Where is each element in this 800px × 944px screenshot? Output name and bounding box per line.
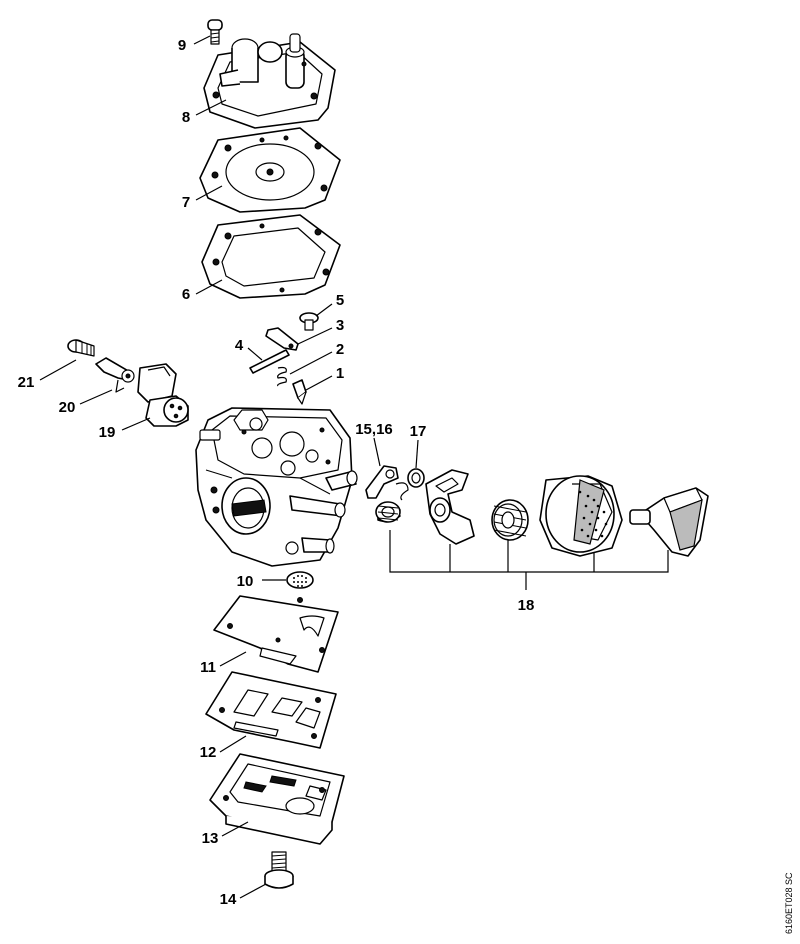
callout-17: 17: [410, 423, 427, 440]
callout-4: 4: [235, 337, 244, 354]
part-18-spring: [491, 499, 529, 541]
part-18-cam: [425, 469, 475, 545]
callout-21: 21: [18, 374, 35, 391]
leader-3: [297, 327, 333, 345]
callout-15-16: 15,16: [355, 421, 393, 438]
callout-8: 8: [182, 109, 190, 126]
callout-14: 14: [220, 891, 237, 908]
callout-1: 1: [336, 365, 344, 382]
part-11-metering-diaphragm: [213, 595, 339, 673]
part-15-16-lever-spring: [365, 465, 409, 523]
leader-13: [221, 821, 249, 837]
leader-14: [239, 883, 267, 899]
callout-6: 6: [182, 286, 190, 303]
callout-7: 7: [182, 194, 190, 211]
leader-9: [193, 35, 211, 45]
leader-2: [289, 351, 333, 375]
callout-3: 3: [336, 317, 344, 334]
leader-17: [415, 439, 419, 469]
part-10-screen: [286, 571, 314, 589]
leader-7: [195, 185, 223, 201]
leader-4: [247, 347, 263, 361]
callout-9: 9: [178, 37, 186, 54]
leader-11: [219, 651, 247, 667]
callout-10: 10: [237, 573, 254, 590]
part-20-bracket: [95, 357, 135, 393]
leader-6: [195, 279, 223, 295]
part-12-gasket: [205, 671, 337, 749]
leader-8: [195, 99, 227, 116]
part-18-bracket: [389, 530, 669, 590]
callout-11: 11: [200, 659, 216, 676]
callout-18: 18: [518, 597, 535, 614]
leader-1: [305, 375, 333, 391]
part-18-knob-cap: [539, 475, 623, 557]
leader-15-16: [373, 437, 381, 467]
part-6-gasket: [201, 214, 341, 299]
part-21-screw: [67, 339, 95, 357]
leader-19: [121, 417, 151, 431]
callout-5: 5: [336, 292, 344, 309]
part-13-cover: [209, 753, 345, 845]
part-3-metering-lever: [265, 327, 299, 351]
part-14-screw: [264, 851, 294, 889]
part-5-screw: [299, 312, 319, 331]
part-1-inlet-needle: [292, 379, 307, 405]
leader-lines: [39, 35, 419, 899]
leader-12: [219, 735, 247, 753]
callout-19: 19: [99, 424, 116, 441]
callout-2: 2: [336, 341, 344, 358]
callout-12: 12: [200, 744, 217, 761]
callout-labels: 9 8 7 6 5 3 4 2 1 21 20 19 15,16 17 10 1…: [18, 37, 535, 908]
leader-20: [79, 389, 113, 405]
callout-20: 20: [59, 399, 76, 416]
carburetor-body: [195, 407, 358, 567]
part-19-solenoid-valve: [137, 363, 189, 427]
part-9-screw: [207, 19, 223, 45]
part-4-pin: [249, 349, 290, 374]
leader-5: [315, 303, 333, 317]
callout-13: 13: [202, 830, 219, 847]
part-17-ring: [407, 468, 425, 488]
part-2-spring: [277, 366, 287, 387]
part-18-selector-knob: [629, 487, 709, 557]
part-8-pump-cover: [203, 33, 336, 129]
leader-21: [39, 359, 77, 381]
reference-code: 6160ET028 SC: [784, 872, 794, 934]
part-7-pump-diaphragm: [199, 127, 341, 213]
